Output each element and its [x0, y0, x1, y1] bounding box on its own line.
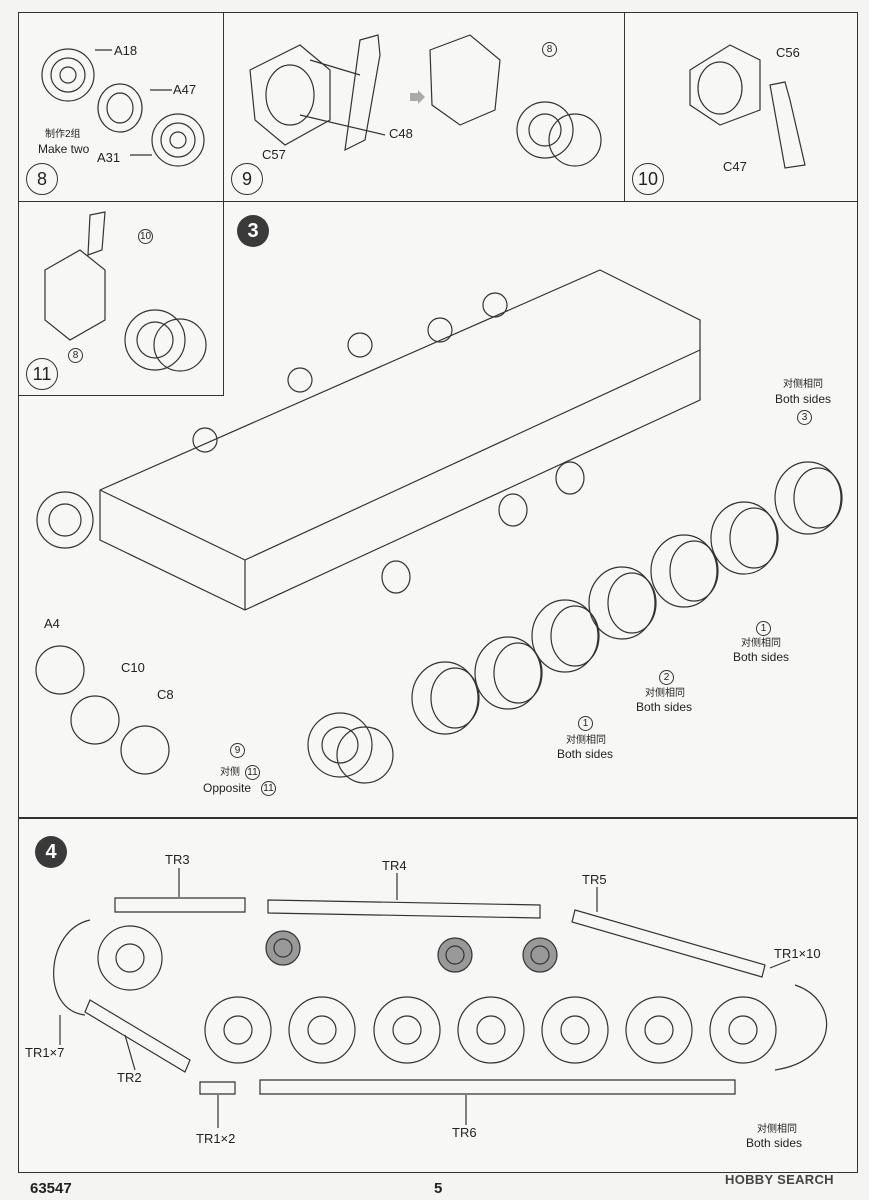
watermark: HOBBY SEARCH [725, 1172, 834, 1187]
make-two-cn: 制作2组 [45, 129, 81, 140]
both-sides-en-2: Both sides [636, 700, 693, 714]
opposite-ref-11b: 11 [261, 781, 276, 796]
track-tr2-label: TR2 [117, 1070, 142, 1085]
part-c47-label: C47 [723, 159, 747, 174]
part-a4-label: A4 [44, 616, 60, 631]
both-sides-en-4: Both sides [746, 1136, 803, 1150]
part-a18-label: A18 [114, 43, 138, 58]
sprocket-ref-9: 9 [230, 743, 245, 758]
both-sides-en-1r: Both sides [733, 650, 790, 664]
step-9-number: 9 [231, 163, 263, 195]
ref-2: 2 [659, 670, 674, 685]
ref-1-right: 1 [756, 621, 771, 636]
part-a31-label: A31 [97, 150, 121, 165]
step-9-ref-8: 8 [542, 42, 557, 57]
both-sides-cn-1r: 对侧相同 [741, 638, 781, 649]
opposite-ref-11a: 11 [245, 765, 260, 780]
part-a47-label: A47 [173, 82, 197, 97]
step-11-ref-8: 8 [68, 348, 83, 363]
track-tr5-label: TR5 [582, 872, 607, 887]
part-c8-label: C8 [157, 687, 174, 702]
both-sides-cn-3: 对侧相同 [783, 379, 823, 390]
both-sides-cn-4: 对侧相同 [757, 1124, 797, 1135]
step-11-ref-10: 10 [138, 229, 153, 244]
opposite-en: Opposite [203, 781, 252, 795]
step-11-number: 11 [26, 358, 58, 390]
track-tr4-label: TR4 [382, 858, 407, 873]
part-c57-label: C57 [262, 147, 286, 162]
track-tr1x2-label: TR1×2 [196, 1131, 236, 1146]
make-two-en: Make two [38, 142, 90, 156]
step-9-panel [223, 12, 625, 202]
part-c48-label: C48 [389, 126, 413, 141]
step-8-number: 8 [26, 163, 58, 195]
both-sides-en-1b: Both sides [557, 747, 614, 761]
step-4-panel [18, 818, 858, 1173]
page-number: 5 [434, 1180, 443, 1197]
kit-number: 63547 [30, 1180, 72, 1197]
both-sides-cn-1b: 对侧相同 [566, 735, 606, 746]
track-tr1x10-label: TR1×10 [774, 946, 821, 961]
sprocket-a18-drawing [41, 48, 95, 102]
ref-1-bottom: 1 [578, 716, 593, 731]
both-sides-cn-2: 对侧相同 [645, 688, 685, 699]
track-tr3-label: TR3 [165, 852, 190, 867]
opposite-cn: 对侧 [220, 767, 240, 778]
part-c56-label: C56 [776, 45, 800, 60]
step-10-number: 10 [632, 163, 664, 195]
both-sides-en-3: Both sides [775, 392, 832, 406]
ref-3: 3 [797, 410, 812, 425]
step-4-number: 4 [35, 836, 67, 868]
part-c10-label: C10 [121, 660, 145, 675]
track-tr6-label: TR6 [452, 1125, 477, 1140]
step-3-number: 3 [237, 215, 269, 247]
track-tr1x7-label: TR1×7 [25, 1045, 65, 1060]
